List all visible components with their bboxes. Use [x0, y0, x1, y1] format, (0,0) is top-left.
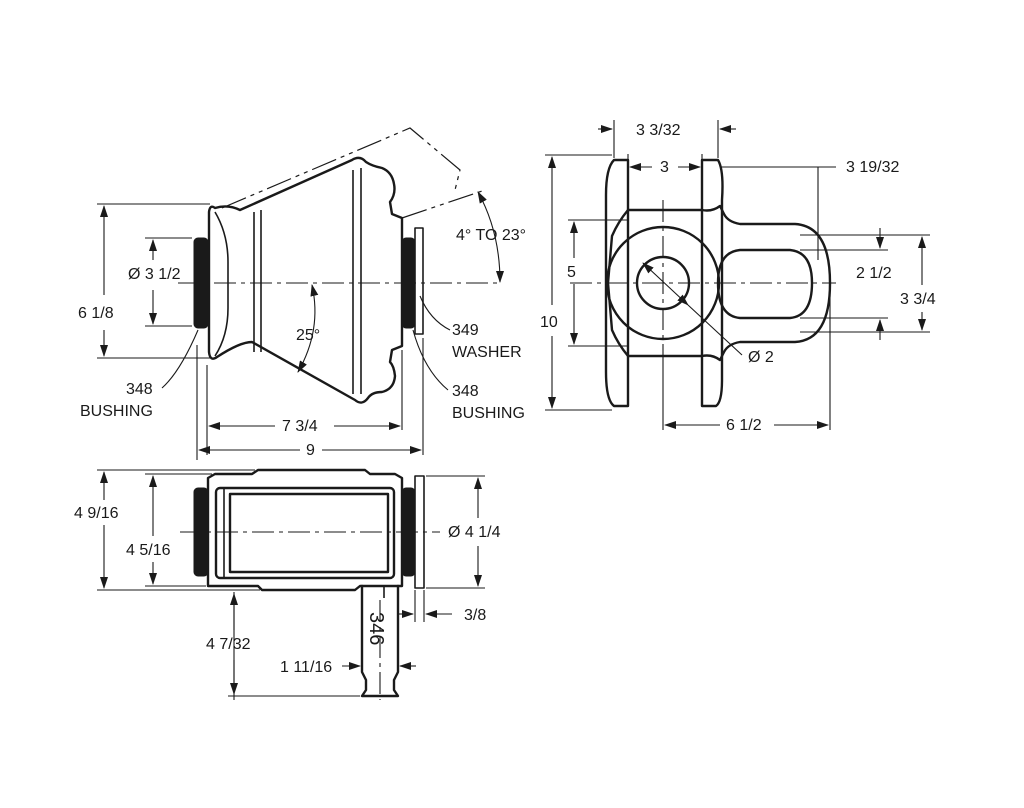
phantom-arm [221, 127, 486, 219]
washer [414, 227, 424, 335]
cone-body [207, 156, 404, 404]
dim-height-inner: 5 [567, 264, 576, 281]
label-bushing-right-number: 348 [452, 383, 479, 400]
dim-section-tab-offset: 4 7/32 [206, 636, 251, 653]
section-body [206, 468, 404, 592]
dim-section-washer-thickness: 3/8 [464, 607, 486, 624]
dim-length-body: 7 3/4 [282, 418, 318, 435]
dim-slot-width: 2 1/2 [856, 265, 892, 282]
dim-section-height-outer: 4 9/16 [74, 505, 119, 522]
section-tab [360, 584, 400, 698]
dim-cone-angle: 25° [296, 327, 320, 344]
dim-height-total: 10 [540, 314, 558, 331]
dim-bore-dia: Ø 2 [748, 349, 774, 366]
dim-section-tab-width: 1 11/16 [280, 659, 332, 676]
cone-inner-line-left [214, 211, 229, 357]
section-inner-outer [214, 486, 396, 580]
label-part-number: 346 [365, 612, 387, 645]
dim-dia-small: Ø 3 1/2 [128, 266, 181, 283]
dim-length: 6 1/2 [726, 417, 762, 434]
side-view: Ø 3 1/2 6 1/8 25° 4° TO 23° 7 3/4 9 348 … [78, 127, 526, 460]
label-bushing-left-name: BUSHING [80, 403, 153, 420]
label-bushing-right-name: BUSHING [452, 405, 525, 422]
dim-swing-angle: 4° TO 23° [456, 227, 526, 244]
dim-section-height-inner: 4 5/16 [126, 542, 171, 559]
dim-length-total: 9 [306, 442, 315, 459]
dim-height: 6 1/8 [78, 305, 114, 322]
dim-section-dia-washer: Ø 4 1/4 [448, 524, 501, 541]
ear-right [700, 158, 724, 408]
ear-left [604, 158, 630, 408]
label-bushing-left-number: 348 [126, 381, 153, 398]
end-view: 3 3/32 3 3 19/32 10 5 2 1/2 3 3/4 [540, 120, 936, 434]
end-body [606, 204, 832, 362]
dim-width-outer: 3 3/32 [636, 122, 681, 139]
cone-rib-left [253, 210, 262, 352]
section-inner-bore [228, 492, 390, 574]
dim-slot-outer: 3 3/4 [900, 291, 936, 308]
section-view: 4 9/16 4 5/16 Ø 4 1/4 3/8 346 4 7/32 1 1… [74, 468, 501, 700]
slot [716, 248, 814, 320]
label-washer-number: 349 [452, 322, 479, 339]
dim-width-inner: 3 [660, 159, 669, 176]
label-washer-name: WASHER [452, 344, 522, 361]
dim-offset: 3 19/32 [846, 159, 899, 176]
cone-rib-right [352, 168, 362, 394]
